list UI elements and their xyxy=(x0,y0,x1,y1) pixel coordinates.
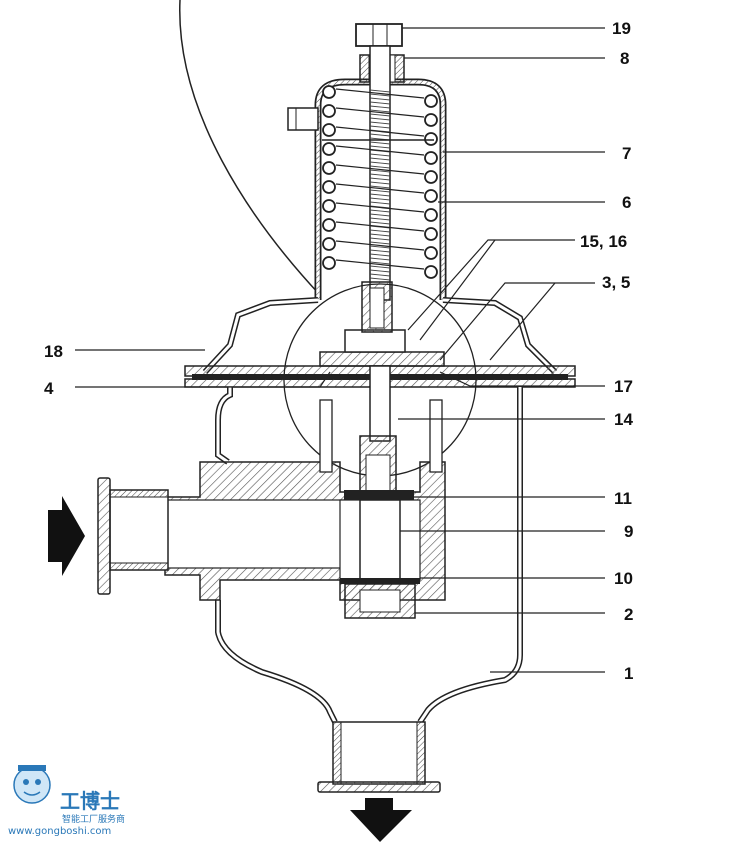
callout-14: 14 xyxy=(398,410,633,429)
valve-stem xyxy=(319,365,443,619)
callout-18: 18 xyxy=(44,342,205,361)
callout-label: 19 xyxy=(612,19,631,38)
callout-1: 1 xyxy=(490,664,633,683)
callout-label: 4 xyxy=(44,379,54,398)
callout-label: 17 xyxy=(614,377,633,396)
callout-3-5: 3, 5 xyxy=(439,273,630,361)
callout-label: 15, 16 xyxy=(580,232,627,251)
watermark-url: www.gongboshi.com xyxy=(8,826,111,837)
callout-6: 6 xyxy=(438,193,631,212)
callout-label: 14 xyxy=(614,410,633,429)
callout-label: 1 xyxy=(624,664,633,683)
callout-label: 11 xyxy=(614,489,632,508)
callout-19: 19 xyxy=(402,19,631,38)
callout-label: 18 xyxy=(44,342,63,361)
reference-curve xyxy=(179,0,321,296)
leader-line xyxy=(407,239,575,331)
leader-line xyxy=(439,371,605,387)
leader-line xyxy=(489,282,556,361)
callout-11: 11 xyxy=(414,489,632,508)
callout-17: 17 xyxy=(439,371,633,396)
watermark-brand: 工博士 xyxy=(60,789,120,813)
watermark-tagline: 智能工厂服务商 xyxy=(62,813,125,825)
callout-15-16: 15, 16 xyxy=(407,232,627,341)
callout-label: 2 xyxy=(624,605,633,624)
callout-label: 6 xyxy=(622,193,631,212)
callout-7: 7 xyxy=(443,144,631,163)
callout-10: 10 xyxy=(420,569,633,588)
callout-4: 4 xyxy=(44,371,331,398)
callout-9: 9 xyxy=(400,522,633,541)
mascot-logo xyxy=(13,765,51,804)
outlet-arrow-down-icon xyxy=(350,798,412,842)
callout-label: 3, 5 xyxy=(602,273,630,292)
leader-line xyxy=(75,371,331,388)
lower-housing xyxy=(215,387,523,793)
callout-label: 7 xyxy=(622,144,631,163)
callout-8: 8 xyxy=(404,49,629,68)
callout-label: 8 xyxy=(620,49,629,68)
spring xyxy=(322,85,438,279)
callout-label: 9 xyxy=(624,522,633,541)
callout-label: 10 xyxy=(614,569,633,588)
callout-2: 2 xyxy=(415,605,633,624)
leader-line xyxy=(419,239,496,341)
leader-line xyxy=(439,282,595,361)
diaphragm-plate xyxy=(319,281,445,367)
inlet-arrow-right-icon xyxy=(48,496,85,576)
watermark: 工博士 智能工厂服务商 www.gongboshi.com xyxy=(8,765,125,837)
